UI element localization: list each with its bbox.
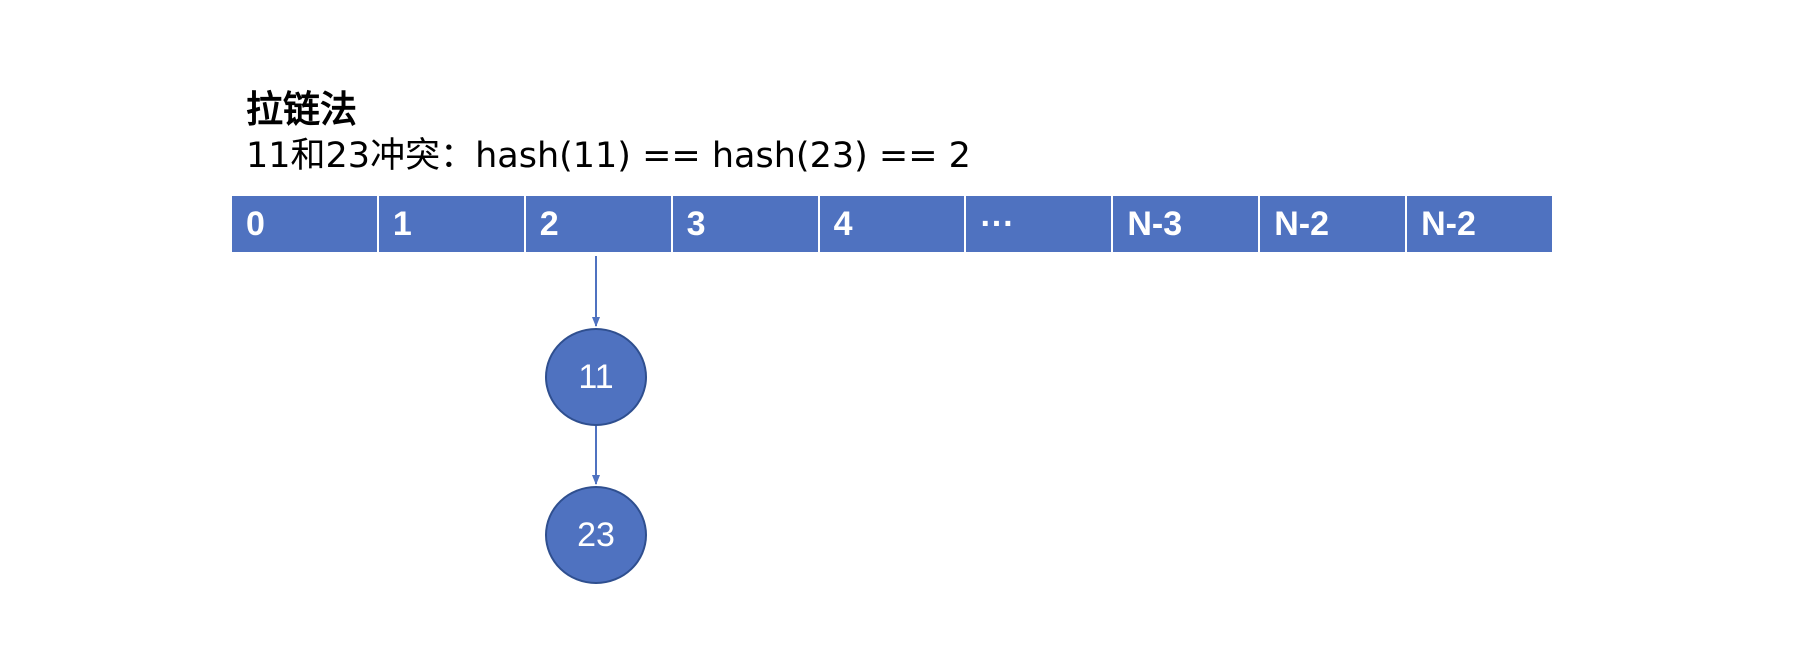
array-cell: 0: [232, 196, 379, 252]
array-cell: 4: [819, 196, 967, 252]
chain-node: 23: [545, 486, 647, 584]
array-cell: 3: [672, 196, 820, 252]
array-cell: 1: [378, 196, 526, 252]
array-cell: N-2: [1407, 196, 1553, 252]
array-cell: N-3: [1113, 196, 1261, 252]
hash-array: 0 1 2 3 4 ··· N-3 N-2 N-2: [232, 196, 1553, 252]
diagram-title: 拉链法: [246, 88, 357, 131]
chain-node: 11: [545, 328, 647, 426]
array-cell: ···: [966, 196, 1114, 252]
collision-description: 11和23冲突：hash(11) == hash(23) == 2: [246, 136, 971, 176]
array-cell: 2: [525, 196, 673, 252]
array-cell: N-2: [1260, 196, 1408, 252]
